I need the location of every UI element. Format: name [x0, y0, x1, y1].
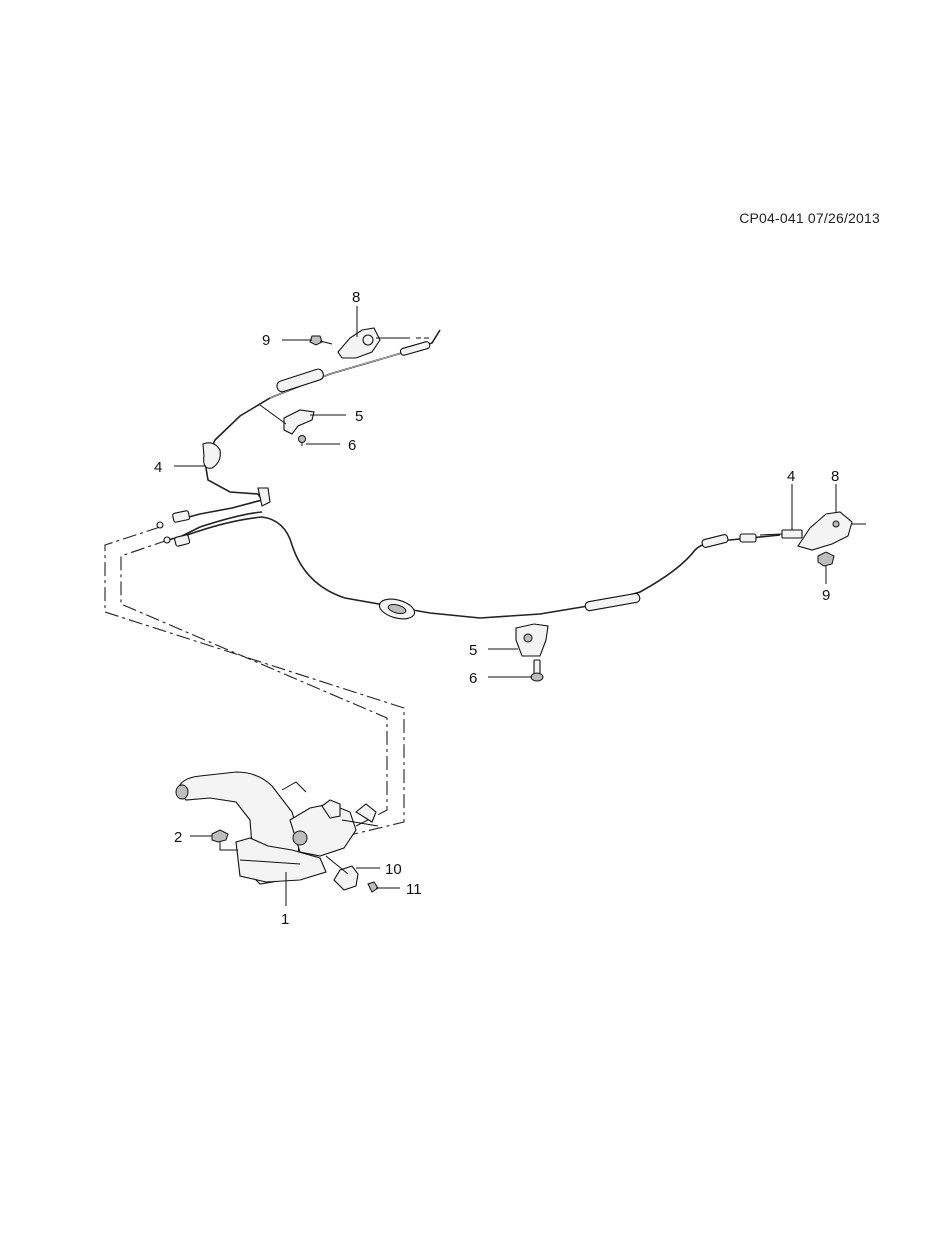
- callout-5-lower: 5: [469, 642, 477, 659]
- document-code: CP04-041 07/26/2013: [739, 210, 880, 226]
- callout-4-left: 4: [154, 459, 162, 476]
- cable-end-ball: [156, 521, 164, 529]
- upper-cable-clip: [259, 404, 315, 435]
- cable-end-fitting: [257, 487, 271, 507]
- right-mounting-bracket: [797, 511, 866, 551]
- leader-lines: [174, 306, 837, 906]
- cable-adjuster: [739, 533, 757, 543]
- cable-end-nipple: [172, 510, 191, 523]
- left-brake-cable: [156, 329, 441, 529]
- callout-4-right: 4: [787, 468, 795, 485]
- cable-grommet: [276, 368, 324, 393]
- callout-6-upper: 6: [348, 437, 356, 454]
- cable-sleeve: [399, 341, 431, 356]
- lower-clip-bolt: [530, 659, 544, 682]
- callout-6-lower: 6: [469, 670, 477, 687]
- main-brake-cable: [163, 511, 781, 620]
- upper-clip-screw: [298, 435, 306, 446]
- upper-mounting-bracket: [337, 327, 430, 359]
- parking-brake-lever: [175, 771, 379, 885]
- cable-routing-lines: [104, 526, 405, 836]
- callout-2: 2: [174, 829, 182, 846]
- callout-1: 1: [281, 911, 289, 928]
- callout-labels: 8 9 5 6 4 4 8 9 5 6 2 10 11 1: [154, 289, 839, 928]
- callout-8-upper: 8: [352, 289, 360, 306]
- cable-sleeve-rear: [584, 592, 641, 612]
- upper-bracket-bolt: [309, 335, 333, 346]
- lever-bracket-screw: [367, 881, 379, 893]
- callout-9-right: 9: [822, 587, 830, 604]
- callout-9-upper: 9: [262, 332, 270, 349]
- right-cable-clip: [759, 529, 803, 539]
- lever-bracket: [333, 865, 359, 891]
- cable-sleeve-front: [701, 534, 729, 548]
- lower-cable-clip: [515, 623, 549, 657]
- callout-5-upper: 5: [355, 408, 363, 425]
- callout-11: 11: [406, 881, 422, 898]
- right-bracket-bolt: [817, 551, 835, 567]
- lever-nut: [211, 829, 229, 843]
- callout-10: 10: [385, 861, 402, 878]
- callout-8-right: 8: [831, 468, 839, 485]
- cable-loop-clip: [202, 442, 221, 469]
